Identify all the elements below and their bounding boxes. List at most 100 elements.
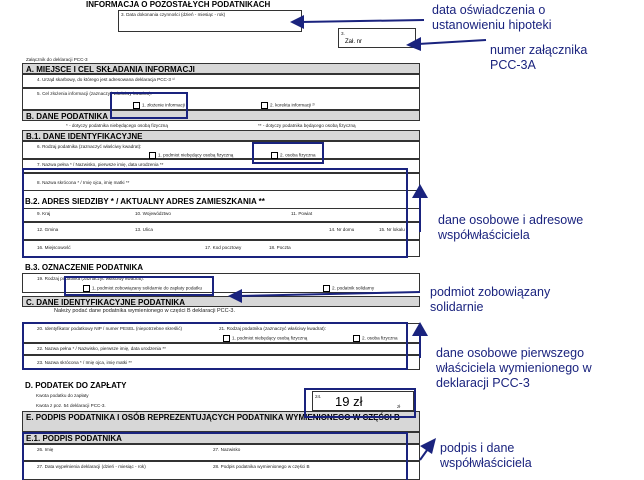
- section-b-header: B. DANE PODATNIKA: [22, 110, 420, 121]
- short-name-label: 8. Nazwa skrócona * / Imię ojca, imię ma…: [37, 180, 130, 185]
- section-c-subtitle: Należy podać dane podatnika wymienionego…: [54, 308, 235, 314]
- address-row-2: 12. Gmina 13. Ulica 14. Nr domu 15. Nr l…: [22, 222, 420, 240]
- co-owner-note: dane osobowe i adresowe współwłaściciela: [438, 213, 583, 243]
- section-d-desc-2: Kwota z poz. 54 deklaracji PCC-3.: [36, 403, 106, 408]
- section-b-note-left: * - dotyczy podatnika niebędącego osobą …: [66, 123, 168, 128]
- purpose-field: 5. Cel złożenia informacji (zaznaczyć wł…: [22, 88, 420, 110]
- taxpayer-type-option-2[interactable]: 2. osoba fizyczna: [271, 152, 316, 159]
- purpose-option-2-label: 2. korekta informacji ²⁾: [270, 102, 316, 108]
- date-field-label: 3. Data dokonania czynności (dzień - mie…: [121, 12, 226, 17]
- taxpayer-type-label: 6. Rodzaj podatnika (zaznaczyć właściwy …: [37, 144, 142, 149]
- joint-obligation-option[interactable]: 1. podmiot zobowiązany solidarnie do zap…: [83, 285, 202, 292]
- attachment-note-line-2: PCC-3A: [490, 58, 536, 72]
- highlight-purpose-option: [110, 92, 188, 119]
- flat-number-label: 15. Nr lokalu: [379, 227, 405, 232]
- tax-amount-label: 24.: [315, 394, 322, 399]
- checkbox-icon: [271, 152, 278, 159]
- county-label: 11. Powiat: [291, 211, 313, 216]
- co-owner-note-line-2: współwłaściciela: [438, 228, 530, 242]
- first-owner-note-line-3: deklaracji PCC-3: [436, 376, 530, 390]
- first-owner-note-line-1: dane osobowe pierwszego: [436, 346, 585, 360]
- c-taxpayer-type-label: 21. Rodzaj podatnika (zaznaczyć właściwy…: [219, 326, 326, 331]
- section-b3-header: B.3. OZNACZENIE PODATNIKA: [22, 262, 420, 273]
- street-label: 13. Ulica: [135, 227, 153, 232]
- tax-amount-field[interactable]: 24. 19 zł zł: [312, 391, 414, 411]
- purpose-option-1-label: 1. złożenie informacji: [142, 102, 185, 108]
- highlight-taxpayer-type-option: [252, 142, 324, 164]
- section-d-header: D. PODATEK DO ZAPŁATY: [22, 380, 420, 391]
- section-b2-header: B.2. ADRES SIEDZIBY * / AKTUALNY ADRES Z…: [22, 196, 420, 208]
- joint-obligation-option-label: 1. podmiot zobowiązany solidarnie do zap…: [92, 285, 203, 291]
- section-c-header: C. DANE IDENTYFIKACYJNE PODATNIKA: [22, 296, 420, 307]
- joint-note: podmiot zobowiązany solidarnie: [430, 285, 550, 315]
- taxpayer-type-option-2-label: 2. osoba fizyczna: [280, 152, 316, 158]
- attachment-note-line-1: numer załącznika: [490, 43, 588, 57]
- tax-office-label: 4. Urząd skarbowy, do którego jest adres…: [37, 77, 175, 82]
- checkbox-icon: [353, 335, 360, 342]
- highlight-joint-obligation: [64, 276, 214, 296]
- taxpayer-designation-label: 19. Rodzaj podatnika (zaznaczyć właściwy…: [37, 276, 144, 281]
- c-short-name-label: 23. Nazwa skrócona * / Imię ojca, imię m…: [37, 360, 132, 365]
- c-taxpayer-type-option-1[interactable]: 1. podmiot niebędący osobą fizyczną: [223, 335, 307, 342]
- voivodeship-label: 10. Województwo: [135, 211, 171, 216]
- municipality-label: 12. Gmina: [37, 227, 59, 232]
- taxpayer-designation-field: 19. Rodzaj podatnika (zaznaczyć właściwy…: [22, 273, 420, 293]
- signature-note-line-2: współwłaściciela: [440, 456, 532, 470]
- purpose-label: 5. Cel złożenia informacji (zaznaczyć wł…: [37, 91, 152, 96]
- post-office-label: 18. Poczta: [269, 245, 291, 250]
- checkbox-icon: [149, 152, 156, 159]
- co-owner-note-line-1: dane osobowe i adresowe: [438, 213, 584, 227]
- section-a-header: A. MIEJSCE I CEL SKŁADANIA INFORMACJI: [22, 63, 420, 74]
- highlight-signature: [22, 432, 408, 480]
- signature-label: 28. Podpis podatnika wymienionego w częś…: [213, 464, 310, 469]
- purpose-option-1[interactable]: 1. złożenie informacji: [133, 102, 185, 109]
- purpose-option-2[interactable]: 2. korekta informacji ²⁾: [261, 102, 315, 109]
- c-taxpayer-type-option-1-label: 1. podmiot niebędący osobą fizyczną: [232, 335, 308, 341]
- c-taxpayer-type-option-2[interactable]: 2. osoba fizyczna: [353, 335, 398, 342]
- full-name-label: 7. Nazwa pełna * / Nazwisko, pierwsze im…: [37, 162, 164, 167]
- checkbox-icon: [323, 285, 330, 292]
- postal-code-label: 17. Kod pocztowy: [205, 245, 242, 250]
- joint-taxpayer-option-label: 2. podatnik solidarny: [332, 285, 375, 291]
- section-d-desc-1: Kwota podatku do zapłaty: [36, 393, 89, 398]
- signature-row-1: 26. Imię 27. Nazwisko: [22, 444, 420, 461]
- last-name-label: 27. Nazwisko: [213, 447, 241, 452]
- form-header-title: INFORMACJA O POZOSTAŁYCH PODATNIKACH: [86, 0, 271, 9]
- house-number-label: 14. Nr domu: [329, 227, 355, 232]
- section-b1-header: B.1. DANE IDENTYFIKACYJNE: [22, 130, 420, 141]
- first-name-label: 26. Imię: [37, 447, 54, 452]
- date-note-line-2: ustanowieniu hipoteki: [432, 18, 552, 32]
- taxpayer-id-label: 20. Identyfikator podatkowy NIP / numer …: [37, 326, 183, 331]
- address-row-1: 9. Kraj 10. Województwo 11. Powiat: [22, 208, 420, 222]
- date-note-line-1: data oświadczenia o: [432, 3, 546, 17]
- city-label: 16. Miejscowość: [37, 245, 71, 250]
- checkbox-icon: [133, 102, 140, 109]
- tax-amount-currency: zł: [397, 404, 401, 409]
- attachment-note: numer załącznika PCC-3A: [490, 43, 587, 73]
- tax-office-field[interactable]: 4. Urząd skarbowy, do którego jest adres…: [22, 74, 420, 88]
- signature-note: podpis i dane współwłaściciela: [440, 441, 532, 471]
- section-b-note-right: ** - dotyczy podatnika będącego osobą fi…: [258, 123, 356, 128]
- taxpayer-type-option-1[interactable]: 1. podmiot niebędący osobą fizyczną: [149, 152, 233, 159]
- tax-amount-value: 19 zł: [335, 394, 363, 409]
- date-field[interactable]: 3. Data dokonania czynności (dzień - mie…: [118, 10, 302, 32]
- taxpayer-type-option-1-label: 1. podmiot niebędący osobą fizyczną: [158, 152, 234, 158]
- attachment-number-field[interactable]: 3. Zał. nr: [338, 28, 416, 48]
- joint-note-line-2: solidarnie: [430, 300, 484, 314]
- date-note: data oświadczenia o ustanowieniu hipotek…: [432, 3, 552, 33]
- short-name-field[interactable]: 8. Nazwa skrócona * / Imię ojca, imię ma…: [22, 173, 420, 191]
- checkbox-icon: [261, 102, 268, 109]
- signature-note-line-1: podpis i dane: [440, 441, 515, 455]
- joint-note-line-1: podmiot zobowiązany: [430, 285, 551, 299]
- country-label: 9. Kraj: [37, 211, 51, 216]
- c-full-name-label: 22. Nazwa pełna * / Nazwisko, pierwsze i…: [37, 346, 166, 351]
- c-taxpayer-type-option-2-label: 2. osoba fizyczna: [362, 335, 398, 341]
- first-owner-note-line-2: właściciela wymienionego w: [436, 361, 592, 375]
- taxpayer-type-field: 6. Rodzaj podatnika (zaznaczyć właściwy …: [22, 141, 420, 159]
- checkbox-icon: [223, 335, 230, 342]
- highlight-first-owner-data: [22, 322, 408, 370]
- checkbox-icon: [83, 285, 90, 292]
- attachment-title: Załącznik do deklaracji PCC-3: [26, 57, 88, 62]
- joint-taxpayer-option[interactable]: 2. podatnik solidarny: [323, 285, 374, 292]
- highlight-co-owner-data: [22, 168, 408, 258]
